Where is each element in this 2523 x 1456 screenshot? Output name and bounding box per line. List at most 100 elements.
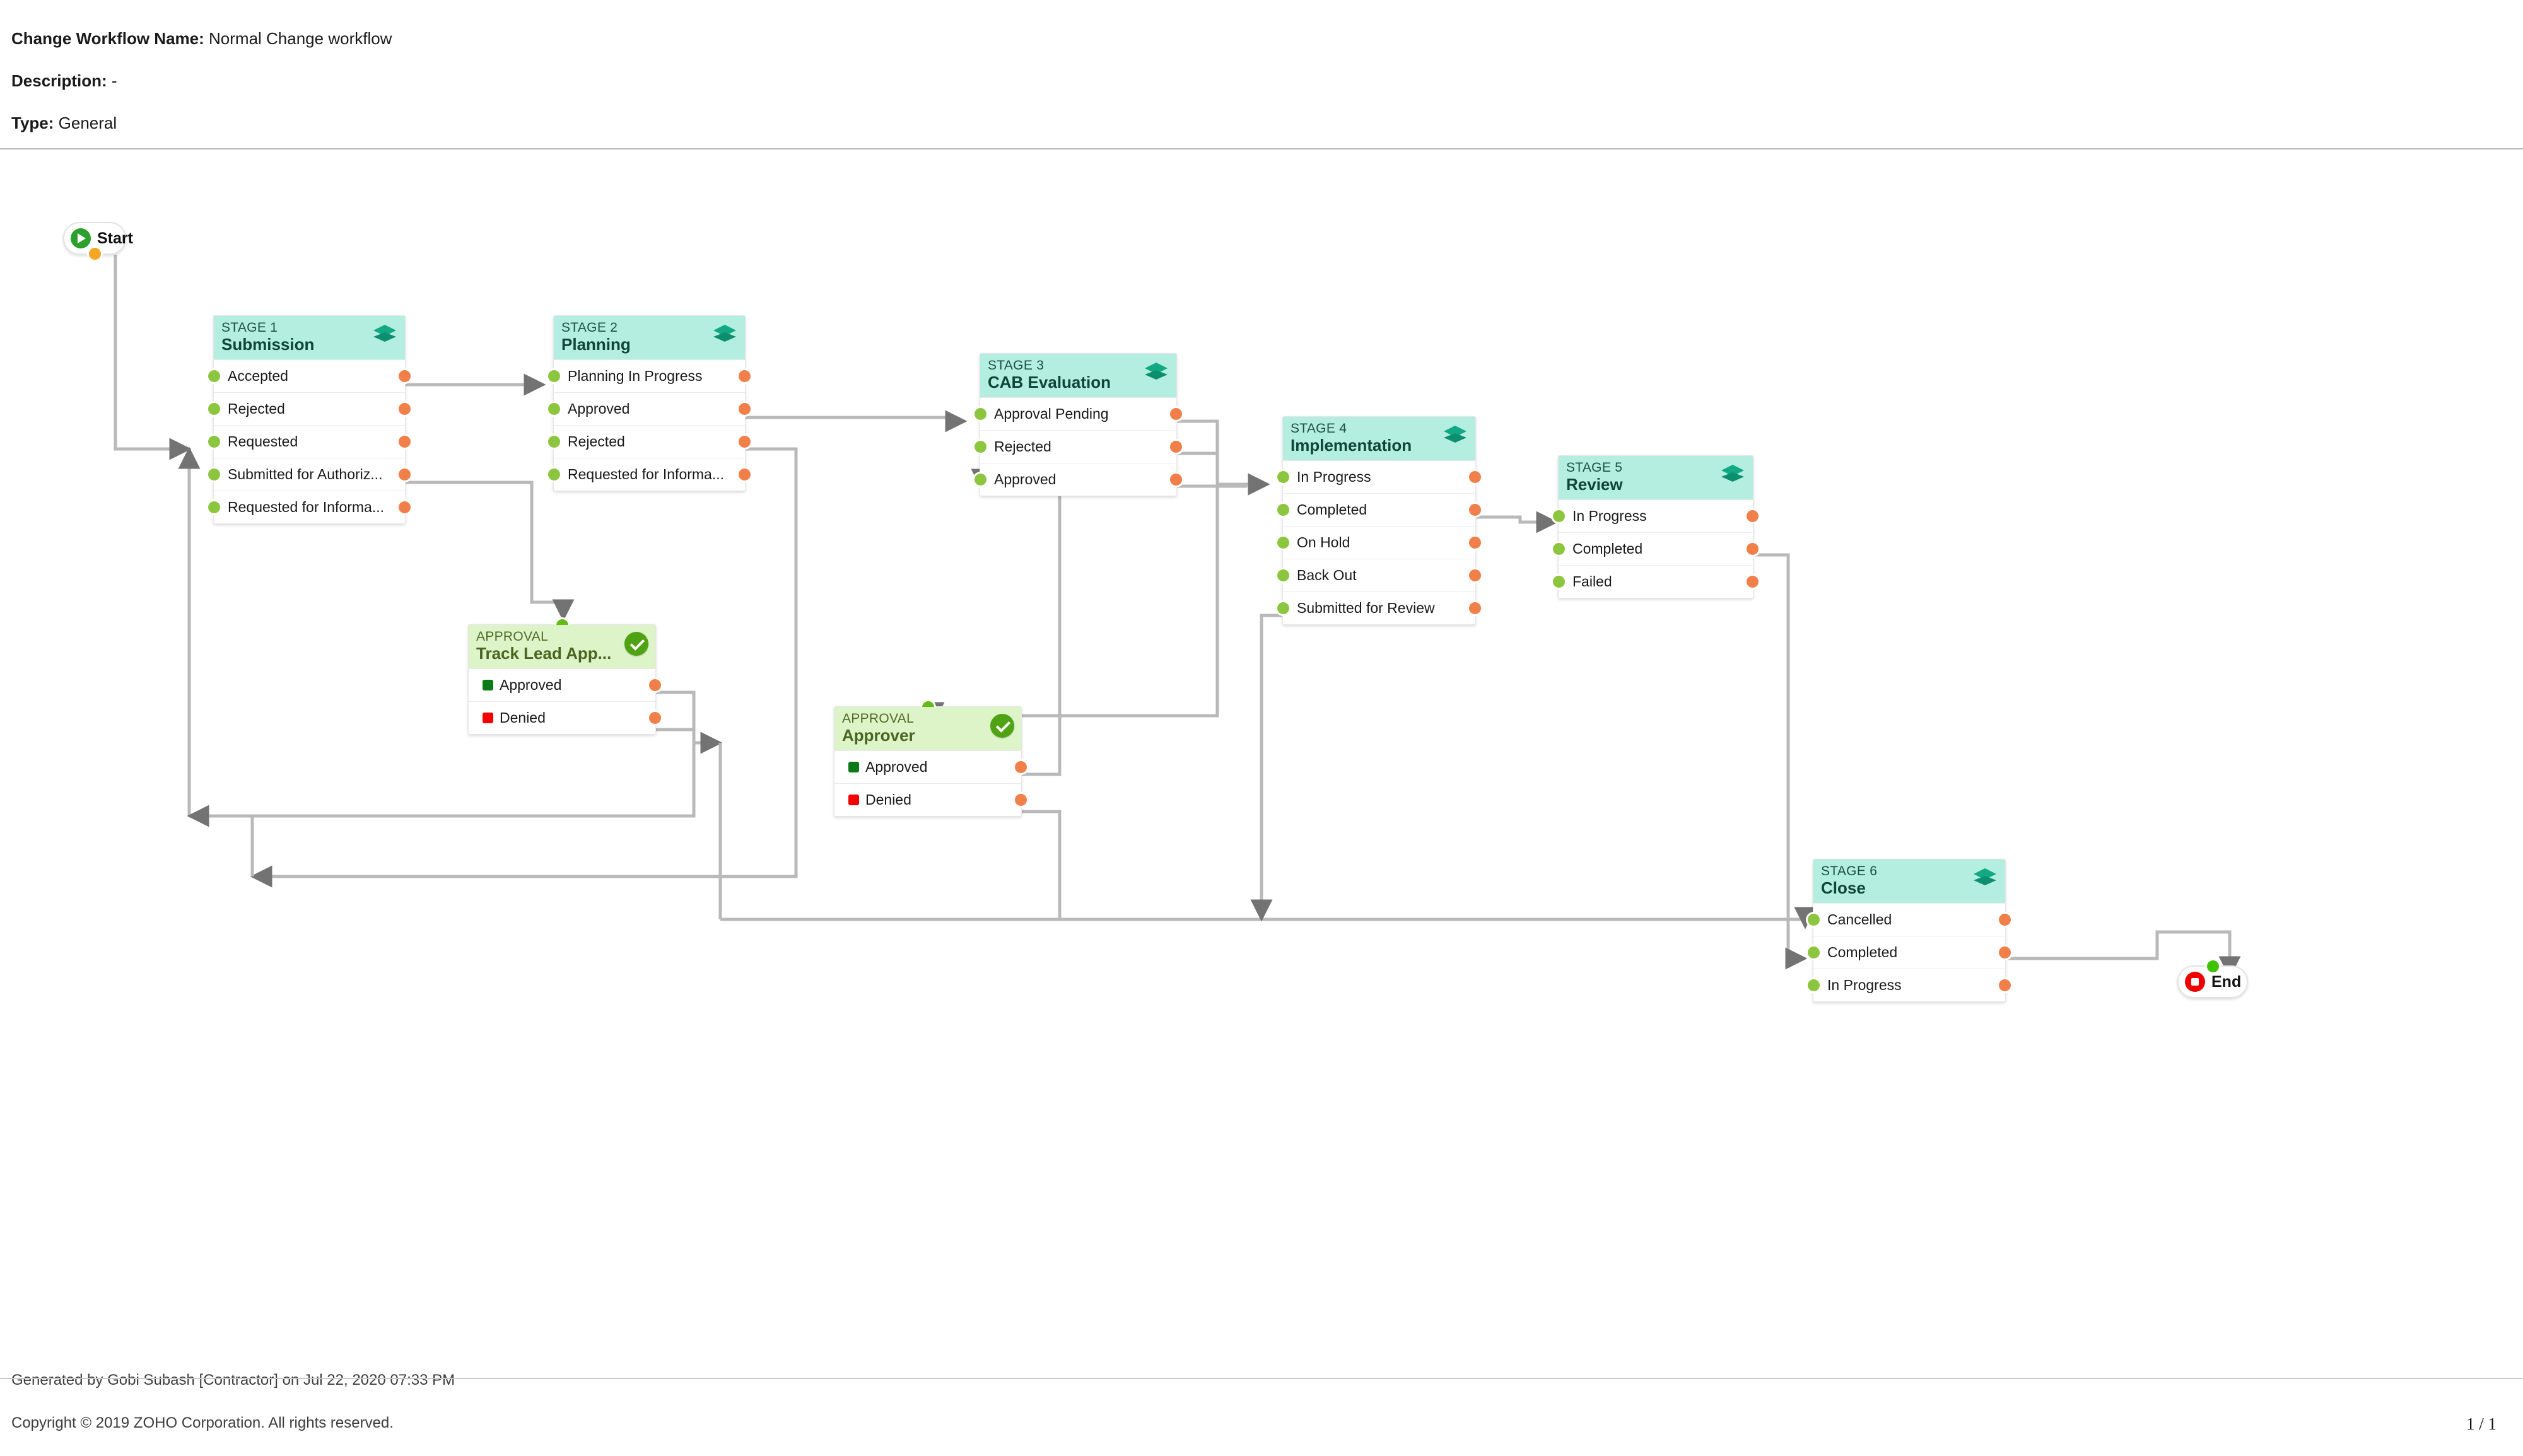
stage-card-review[interactable]: STAGE 5 Review In Progress Completed Fai…	[1553, 455, 1759, 599]
stage-row[interactable]: Completed	[1277, 493, 1481, 526]
approved-swatch	[848, 762, 859, 773]
stage-kicker: STAGE 1	[221, 320, 278, 335]
row-output-port[interactable]	[739, 436, 751, 448]
approval-row[interactable]: Denied	[469, 701, 661, 734]
stage-row[interactable]: Approved	[548, 392, 751, 425]
row-input-port[interactable]	[1553, 510, 1565, 523]
approval-kicker: APPROVAL	[476, 629, 549, 644]
stage-card-close[interactable]: STAGE 6 Close Cancelled Completed In Pro…	[1808, 859, 2011, 1003]
stage-card-planning[interactable]: STAGE 2 Planning Planning In Progress Ap…	[548, 315, 751, 492]
row-input-port[interactable]	[548, 370, 560, 383]
row-input-port[interactable]	[1553, 576, 1565, 588]
end-node[interactable]: End	[2177, 960, 2248, 998]
stage-row[interactable]: In Progress	[1808, 969, 2011, 1001]
row-input-port[interactable]	[548, 469, 560, 481]
row-output-port[interactable]	[1999, 914, 2011, 926]
stage-row[interactable]: Accepted	[208, 359, 411, 392]
approval-card-header: APPROVAL Track Lead App...	[469, 625, 655, 669]
stage-row[interactable]: Requested	[208, 425, 411, 458]
stage-row[interactable]: Cancelled	[1808, 903, 2011, 936]
row-output-port[interactable]	[1999, 946, 2011, 959]
row-input-port[interactable]	[548, 403, 560, 416]
stage-row[interactable]: Requested for Informa...	[208, 491, 411, 523]
row-input-port[interactable]	[1277, 602, 1289, 615]
row-input-port[interactable]	[548, 436, 560, 448]
row-input-port[interactable]	[975, 474, 986, 486]
row-label: Denied	[865, 791, 911, 808]
row-input-port[interactable]	[1277, 537, 1289, 549]
row-output-port[interactable]	[1170, 474, 1182, 486]
stage-row[interactable]: Requested for Informa...	[548, 458, 751, 491]
row-output-port[interactable]	[739, 469, 751, 481]
type-value: General	[58, 114, 117, 132]
approval-card-approver[interactable]: APPROVAL Approver Approved Denied	[834, 701, 1027, 817]
row-input-port[interactable]	[208, 501, 220, 514]
row-output-port[interactable]	[399, 436, 411, 448]
stage-card-submission[interactable]: STAGE 1 Submission Accepted Rejected Req…	[208, 315, 411, 525]
check-circle-icon	[624, 632, 648, 656]
row-input-port[interactable]	[975, 441, 986, 453]
row-output-port[interactable]	[739, 403, 751, 416]
row-input-port[interactable]	[1808, 979, 1820, 992]
stage-row[interactable]: Approval Pending	[975, 397, 1182, 430]
stage-row[interactable]: Back Out	[1277, 559, 1481, 591]
stage-card-cab-evaluation[interactable]: STAGE 3 CAB Evaluation Approval Pending …	[975, 353, 1182, 497]
row-output-port[interactable]	[399, 403, 411, 416]
stage-row[interactable]: Approved	[975, 463, 1182, 496]
row-input-port[interactable]	[1277, 569, 1289, 582]
row-output-port[interactable]	[1747, 543, 1759, 556]
row-output-port[interactable]	[1170, 408, 1182, 421]
approval-row[interactable]: Approved	[469, 668, 661, 701]
denied-swatch	[848, 795, 859, 806]
start-output-port[interactable]	[88, 248, 101, 260]
stage-row[interactable]: Submitted for Review	[1277, 591, 1481, 624]
stage-row[interactable]: Rejected	[208, 392, 411, 425]
row-output-port[interactable]	[1747, 576, 1759, 588]
row-label: Completed	[1297, 501, 1367, 518]
type-line: Type: General	[11, 114, 117, 133]
row-output-port[interactable]	[399, 501, 411, 514]
stage-row[interactable]: On Hold	[1277, 526, 1481, 559]
row-input-port[interactable]	[1277, 504, 1289, 516]
stage-row[interactable]: Submitted for Authoriz...	[208, 458, 411, 491]
row-input-port[interactable]	[1808, 946, 1820, 959]
row-input-port[interactable]	[1553, 543, 1565, 556]
row-output-port[interactable]	[1469, 602, 1481, 615]
stage-row[interactable]: In Progress	[1553, 499, 1759, 532]
row-label: Back Out	[1297, 567, 1357, 584]
row-input-port[interactable]	[208, 403, 220, 416]
stage-row[interactable]: In Progress	[1277, 460, 1481, 493]
row-output-port[interactable]	[649, 712, 661, 725]
row-input-port[interactable]	[1808, 914, 1820, 926]
row-input-port[interactable]	[975, 408, 986, 421]
approval-row[interactable]: Approved	[834, 750, 1027, 783]
stage-row[interactable]: Completed	[1808, 936, 2011, 969]
approval-row[interactable]: Denied	[834, 783, 1027, 816]
start-node[interactable]: Start	[63, 222, 133, 260]
end-input-port[interactable]	[2206, 960, 2219, 972]
row-output-port[interactable]	[1469, 569, 1481, 582]
row-input-port[interactable]	[208, 436, 220, 448]
row-output-port[interactable]	[1999, 979, 2011, 992]
row-output-port[interactable]	[1747, 510, 1759, 523]
stage-row[interactable]: Planning In Progress	[548, 359, 751, 392]
row-output-port[interactable]	[739, 370, 751, 383]
stage-card-implementation[interactable]: STAGE 4 Implementation In Progress Compl…	[1277, 416, 1481, 626]
row-output-port[interactable]	[649, 679, 661, 692]
stage-row[interactable]: Rejected	[548, 425, 751, 458]
stage-row[interactable]: Completed	[1553, 532, 1759, 565]
row-output-port[interactable]	[1469, 471, 1481, 484]
row-input-port[interactable]	[1277, 471, 1289, 484]
stage-row[interactable]: Failed	[1553, 565, 1759, 598]
row-output-port[interactable]	[1015, 794, 1027, 807]
row-output-port[interactable]	[1469, 504, 1481, 516]
approval-card-track-lead[interactable]: APPROVAL Track Lead App... Approved Deni…	[468, 619, 661, 735]
row-output-port[interactable]	[399, 469, 411, 481]
row-output-port[interactable]	[399, 370, 411, 383]
row-output-port[interactable]	[1170, 441, 1182, 453]
row-output-port[interactable]	[1015, 761, 1027, 774]
stage-row[interactable]: Rejected	[975, 430, 1182, 463]
row-input-port[interactable]	[208, 370, 220, 383]
row-output-port[interactable]	[1469, 537, 1481, 549]
row-input-port[interactable]	[208, 469, 220, 481]
